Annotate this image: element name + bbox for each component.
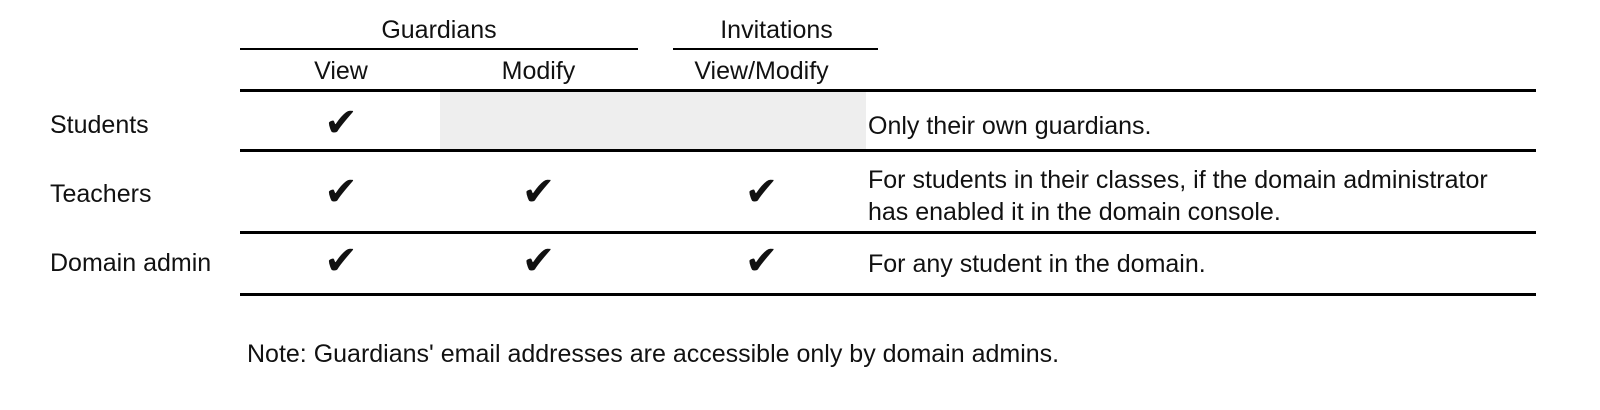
column-header-view: View bbox=[314, 57, 368, 85]
column-header-view-modify: View/Modify bbox=[694, 57, 829, 85]
table-bottom-rule bbox=[240, 293, 1536, 296]
column-group-invitations: Invitations bbox=[720, 16, 833, 44]
row-label-teachers: Teachers bbox=[50, 180, 152, 208]
group-rule-guardians bbox=[240, 48, 638, 50]
description-teachers: For students in their classes, if the do… bbox=[868, 166, 1488, 226]
checkmark-domain-admin-guardians-view: ✔ bbox=[324, 238, 358, 284]
group-rule-invitations bbox=[673, 48, 878, 50]
column-header-modify: Modify bbox=[501, 57, 576, 85]
description-students: Only their own guardians. bbox=[868, 112, 1152, 140]
column-group-guardians: Guardians bbox=[381, 16, 497, 44]
row-label-students: Students bbox=[50, 111, 149, 139]
checkmark-students-guardians-view: ✔ bbox=[324, 100, 358, 146]
row-rule-after-students bbox=[240, 149, 1536, 152]
checkmark-teachers-guardians-view: ✔ bbox=[324, 169, 358, 215]
table-note: Note: Guardians' email addresses are acc… bbox=[247, 340, 1060, 368]
table-top-rule bbox=[240, 89, 1536, 92]
shaded-cell-students-na bbox=[440, 92, 866, 150]
row-rule-after-teachers bbox=[240, 231, 1536, 234]
checkmark-domain-admin-guardians-modify: ✔ bbox=[521, 238, 556, 284]
checkmark-domain-admin-invitations: ✔ bbox=[744, 238, 779, 284]
description-domain-admin: For any student in the domain. bbox=[868, 250, 1206, 278]
checkmark-teachers-guardians-modify: ✔ bbox=[521, 169, 556, 215]
row-label-domain-admin: Domain admin bbox=[50, 249, 212, 277]
checkmark-teachers-invitations: ✔ bbox=[744, 169, 779, 215]
